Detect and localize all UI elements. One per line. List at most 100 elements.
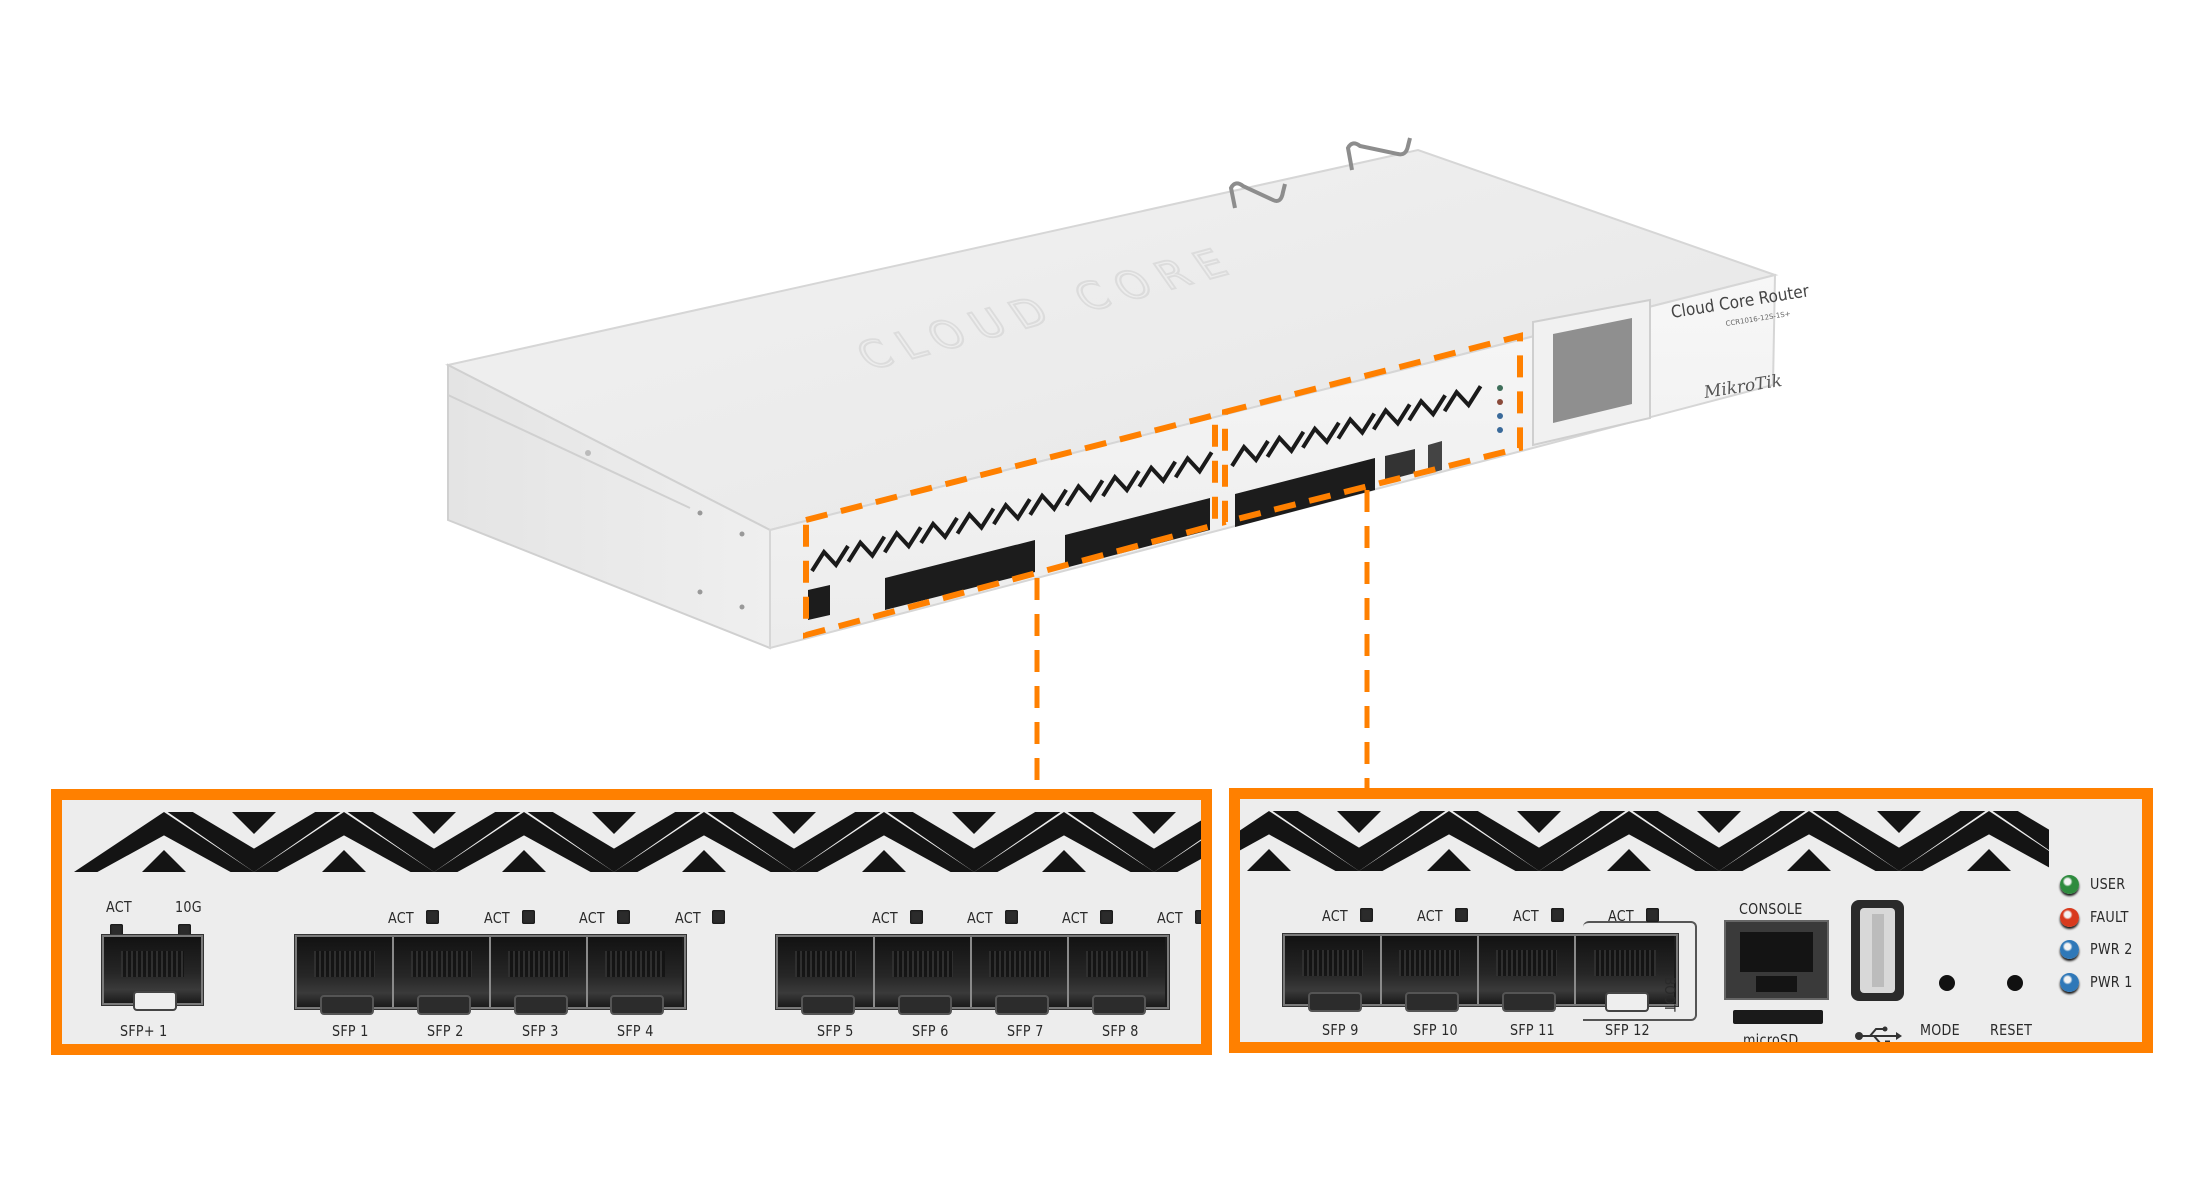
sfp-5-port[interactable]	[778, 937, 875, 1015]
chevron-shape	[1607, 849, 1651, 871]
act-led-label: ACT	[1417, 907, 1443, 925]
mode-label: MODE	[1920, 1021, 1960, 1039]
sfp-7-act-led	[1100, 910, 1113, 924]
act-led	[110, 924, 123, 938]
sfp-5-label: SFP 5	[817, 1022, 854, 1040]
sfp-11-port[interactable]	[1479, 936, 1576, 1012]
sfp-port-group-5-8	[776, 935, 1169, 1015]
chevron-shape	[1154, 840, 1201, 872]
rack-clip	[1345, 137, 1412, 171]
pwr2-led	[2060, 940, 2079, 959]
sfp-plus-1-port[interactable]	[102, 935, 203, 1011]
chevron-shape	[434, 812, 614, 872]
chevron-shape	[592, 812, 636, 834]
chevron-shape	[74, 812, 254, 872]
mode-button[interactable]	[1939, 975, 1955, 991]
reset-label: RESET	[1990, 1021, 2033, 1039]
sfp-7-port[interactable]	[972, 937, 1069, 1015]
act-led-label: ACT	[675, 909, 701, 927]
mini-ports	[808, 441, 1442, 620]
reset-button[interactable]	[2007, 975, 2023, 991]
sfp-port-group-1-4	[295, 935, 686, 1015]
act-led-label: ACT	[579, 909, 605, 927]
console-port[interactable]	[1724, 920, 1829, 1000]
act-led-label: ACT	[1513, 907, 1539, 925]
mini-chevron	[1137, 460, 1177, 488]
sfp-8-port[interactable]	[1069, 937, 1165, 1015]
chevron-shape	[707, 812, 881, 872]
sfp-12-port[interactable]	[1576, 936, 1674, 1012]
sfp-9-label: SFP 9	[1322, 1021, 1359, 1039]
sfp-12-act-led	[1646, 908, 1659, 922]
act-led-label: ACT	[484, 909, 510, 927]
chevron-shape	[862, 850, 906, 872]
sfp-4-port[interactable]	[588, 937, 682, 1015]
chevron-shape	[772, 812, 816, 834]
chevron-shape	[347, 812, 521, 872]
usb-port[interactable]	[1851, 900, 1904, 1001]
sfp-3-act-led	[617, 910, 630, 924]
chevron-shape	[682, 850, 726, 872]
chevron-shape	[322, 850, 366, 872]
sfp-8-act-led	[1195, 910, 1201, 924]
sfp-4-label: SFP 4	[617, 1022, 654, 1040]
chevron-shape	[1967, 849, 2011, 871]
sfp-2-port[interactable]	[394, 937, 491, 1015]
chevron-shape	[1042, 850, 1086, 872]
chevron-shape	[952, 812, 996, 834]
chevron-shape	[1812, 811, 1986, 871]
mini-chevron	[1336, 412, 1376, 440]
sfp-10-port[interactable]	[1382, 936, 1479, 1012]
mini-chevron	[1101, 470, 1141, 498]
console-label: CONSOLE	[1739, 900, 1803, 918]
chevron-shape	[1337, 811, 1381, 833]
chevron-shape	[974, 812, 1154, 872]
sfp-6-act-led	[1005, 910, 1018, 924]
chevron-shape	[1899, 811, 2049, 871]
chevron-shape	[1787, 849, 1831, 871]
act-led-label: ACT	[388, 909, 414, 927]
sfp-3-port[interactable]	[491, 937, 588, 1015]
user-led-label: USER	[2090, 875, 2126, 893]
fault-led	[2060, 908, 2079, 927]
sfp-11-label: SFP 11	[1510, 1021, 1555, 1039]
chevron-shape	[1992, 811, 2049, 851]
chevron-shape	[1240, 811, 1359, 871]
sfp-1-port[interactable]	[297, 937, 394, 1015]
sfp-plus-led-label-act: ACT	[106, 898, 132, 916]
chevron-shape	[1452, 811, 1626, 871]
act-led-label: ACT	[967, 909, 993, 927]
microsd-slot[interactable]	[1733, 1010, 1823, 1024]
chevron-shape	[1359, 811, 1539, 871]
mini-chevron	[846, 535, 887, 563]
chevron-shape	[794, 812, 974, 872]
sfp-7-label: SFP 7	[1007, 1022, 1044, 1040]
sfp-6-label: SFP 6	[912, 1022, 949, 1040]
sfp-6-port[interactable]	[875, 937, 972, 1015]
fault-led-label: FAULT	[2090, 908, 2129, 926]
rack-clip	[1228, 181, 1287, 209]
mini-chevron-band	[810, 385, 1483, 573]
mini-chevron	[883, 526, 923, 554]
boot-bracket	[1583, 921, 1697, 1021]
mini-chevron	[992, 498, 1032, 526]
usb-icon	[1855, 1026, 1902, 1042]
sfp-8-label: SFP 8	[1102, 1022, 1139, 1040]
chevron-shape	[167, 812, 341, 872]
lcd-screen	[1553, 318, 1632, 423]
chevron-shape	[1719, 811, 1899, 871]
act-led-label: ACT	[1062, 909, 1088, 927]
mini-chevron	[1064, 479, 1105, 507]
sfp-9-port[interactable]	[1285, 936, 1382, 1012]
pwr2-led-label: PWR 2	[2090, 940, 2133, 958]
chevron-shape	[1539, 811, 1719, 871]
act-led-label: ACT	[1157, 909, 1183, 927]
sfp-2-label: SFP 2	[427, 1022, 464, 1040]
chevron-shape	[502, 850, 546, 872]
chevron-shape	[887, 812, 1061, 872]
sfp-3-label: SFP 3	[522, 1022, 559, 1040]
chevron-pattern	[74, 812, 1201, 872]
chevron-shape	[412, 812, 456, 834]
chevron-shape	[1247, 849, 1291, 871]
mini-chevron	[919, 516, 959, 544]
